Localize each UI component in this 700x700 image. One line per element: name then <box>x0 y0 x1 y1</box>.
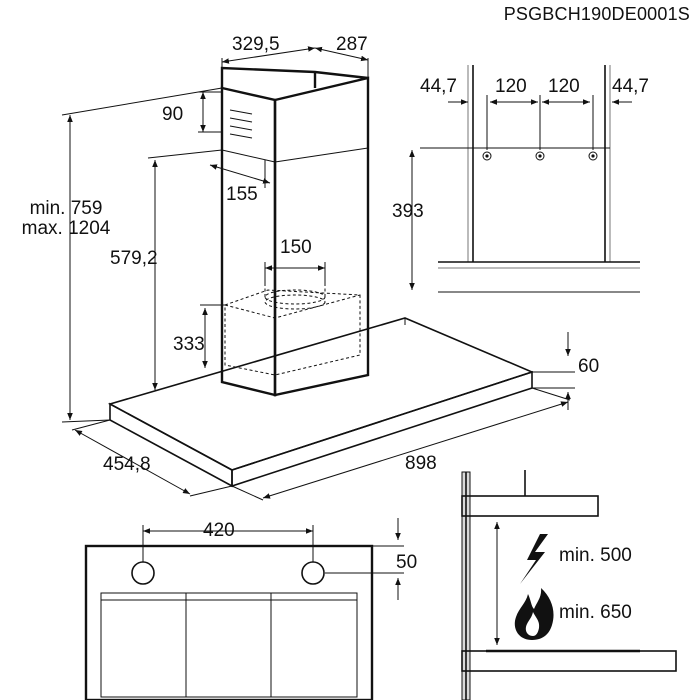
mount-edge-right-label: 44,7 <box>612 76 649 97</box>
hole-right <box>301 561 325 585</box>
bottom-view-diagram: 420 50 <box>84 518 417 700</box>
chimney-height-label: 579,2 <box>110 248 158 269</box>
canopy-width-label: 898 <box>405 453 437 474</box>
mount-height-label: 393 <box>392 201 424 222</box>
hole-offset-label: 50 <box>396 552 417 573</box>
mount-edge-left-label: 44,7 <box>420 76 457 97</box>
mount-holes <box>482 151 598 161</box>
height-max-label: max. 1204 <box>22 218 111 239</box>
product-code: PSGBCH190DE0001S <box>504 4 690 24</box>
mount-spacing-left-label: 120 <box>495 76 527 97</box>
hole-left <box>131 561 155 585</box>
chimney-depth-label: 287 <box>336 34 368 55</box>
hole-spacing-label: 420 <box>203 520 235 541</box>
lightning-icon <box>520 534 548 584</box>
wall-mount-diagram: 44,7 120 120 44,7 393 <box>392 65 649 293</box>
motor-height-label: 333 <box>173 334 205 355</box>
electric-clearance-label: min. 500 <box>559 545 632 566</box>
chimney-width-label: 329,5 <box>232 34 280 55</box>
chimney-front <box>220 86 277 397</box>
canopy-depth-label: 454,8 <box>103 454 151 475</box>
bracket-offset-label: 155 <box>226 184 258 205</box>
top-offset-label: 90 <box>162 104 183 125</box>
chimney-side <box>273 76 370 397</box>
duct-diameter-label: 150 <box>280 237 312 258</box>
gas-clearance-label: min. 650 <box>559 602 632 623</box>
hood-isometric: min. 759 max. 1204 579,2 333 90 155 329,… <box>22 34 599 501</box>
vent-slots <box>229 109 253 139</box>
clearance-diagram: min. 500 min. 650 <box>461 470 677 700</box>
canopy-side <box>231 370 533 488</box>
motor-box <box>224 285 361 376</box>
mount-spacing-right-label: 120 <box>548 76 580 97</box>
flame-icon <box>514 588 554 640</box>
height-min-label: min. 759 <box>30 198 103 219</box>
canopy-thickness-label: 60 <box>578 356 599 377</box>
